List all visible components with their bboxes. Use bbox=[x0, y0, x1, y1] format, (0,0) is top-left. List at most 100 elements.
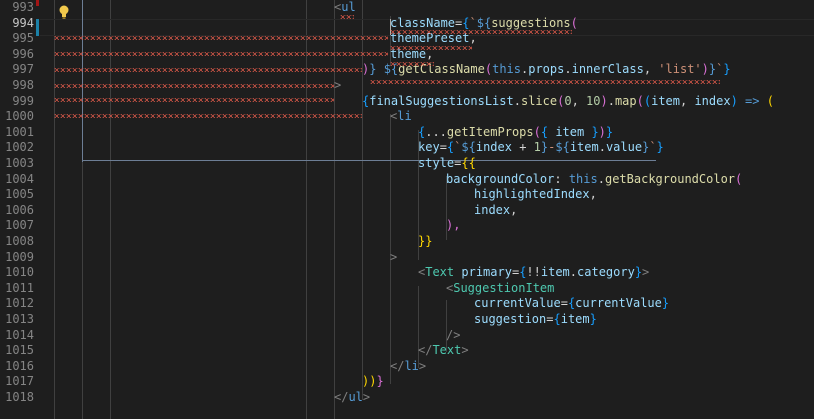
code-line[interactable]: }} bbox=[418, 234, 432, 250]
code-token: { bbox=[362, 93, 370, 108]
code-token: ul bbox=[348, 390, 363, 404]
line-number: 1014 bbox=[5, 327, 34, 342]
code-token: = bbox=[511, 265, 520, 280]
line-number: 993 bbox=[12, 0, 34, 14]
code-line[interactable]: key={`${index + 1}-${item.value}`} bbox=[418, 140, 664, 156]
code-line[interactable]: {finalSuggestionsList.slice(0, 10).map((… bbox=[362, 94, 774, 110]
code-token: > bbox=[362, 390, 371, 404]
code-token: } bbox=[584, 124, 599, 139]
code-line[interactable]: suggestion={item} bbox=[474, 312, 597, 328]
code-line[interactable]: index, bbox=[474, 203, 517, 219]
line-number: 1017 bbox=[5, 374, 34, 389]
code-line[interactable]: > bbox=[390, 250, 397, 266]
current-line-highlight bbox=[40, 19, 814, 36]
code-line[interactable]: > bbox=[334, 78, 341, 94]
code-line[interactable]: ))} bbox=[362, 374, 384, 390]
code-token: SuggestionItem bbox=[453, 280, 555, 295]
code-token: Text bbox=[432, 343, 462, 358]
code-token: ( bbox=[766, 93, 774, 108]
code-token: - bbox=[548, 140, 556, 155]
code-line[interactable]: </ul> bbox=[334, 390, 370, 406]
code-line[interactable]: backgroundColor: this.getBackgroundColor… bbox=[446, 172, 742, 188]
code-token: props bbox=[528, 62, 565, 77]
code-token: { bbox=[567, 296, 576, 311]
code-line[interactable]: currentValue={currentValue} bbox=[474, 296, 669, 312]
code-token: } bbox=[376, 374, 384, 389]
code-token: slice bbox=[520, 93, 558, 108]
code-token: > bbox=[334, 78, 342, 92]
line-number: 1009 bbox=[5, 249, 34, 264]
line-number: 1002 bbox=[5, 140, 34, 155]
code-token: ${ bbox=[461, 140, 476, 155]
code-token: category bbox=[577, 265, 635, 280]
indent-guide bbox=[334, 0, 335, 419]
code-token: style bbox=[418, 156, 455, 170]
code-line[interactable]: </li> bbox=[390, 359, 426, 375]
code-token: ( bbox=[557, 93, 565, 108]
code-token: . bbox=[564, 62, 572, 77]
code-line[interactable]: className={`${suggestions( bbox=[390, 16, 578, 32]
code-token: ` bbox=[469, 15, 477, 30]
code-token: item bbox=[560, 312, 590, 326]
code-line[interactable]: </Text> bbox=[418, 343, 469, 359]
code-line[interactable]: /> bbox=[446, 328, 460, 344]
lightbulb-icon[interactable] bbox=[57, 4, 71, 20]
code-line[interactable]: style={{ bbox=[418, 156, 476, 172]
code-token: ), bbox=[446, 218, 461, 233]
indent-guide bbox=[446, 176, 447, 240]
code-line[interactable]: <li bbox=[390, 109, 412, 125]
code-line[interactable]: theme, bbox=[390, 47, 433, 63]
code-line[interactable]: ), bbox=[446, 218, 460, 234]
code-token: ( bbox=[643, 93, 652, 108]
code-line[interactable]: <ul bbox=[334, 0, 356, 16]
indent-guide bbox=[362, 0, 363, 400]
code-token: 'list' bbox=[658, 62, 702, 77]
line-number: 1003 bbox=[5, 156, 34, 170]
line-number: 1006 bbox=[5, 202, 34, 217]
code-token: !! bbox=[526, 265, 541, 280]
code-token: 0 bbox=[564, 93, 572, 108]
indent-guide bbox=[82, 0, 83, 419]
code-line[interactable]: <Text primary={!!item.category}> bbox=[418, 265, 649, 281]
line-number: 1000 bbox=[5, 109, 34, 124]
line-number: 1004 bbox=[5, 171, 34, 186]
code-token: suggestions bbox=[491, 15, 571, 30]
code-token: ` bbox=[454, 140, 462, 155]
code-token: . bbox=[569, 265, 578, 280]
code-token: < bbox=[334, 0, 342, 14]
code-line[interactable]: <SuggestionItem bbox=[446, 281, 554, 297]
code-token: , bbox=[589, 187, 597, 202]
line-number: 995 bbox=[12, 31, 34, 46]
code-token: , bbox=[643, 62, 659, 77]
code-token: = bbox=[560, 296, 568, 311]
code-token: , bbox=[469, 31, 477, 46]
code-token: => bbox=[737, 93, 767, 108]
indent-guide bbox=[390, 16, 391, 66]
code-token: className bbox=[390, 15, 456, 30]
line-number: 1013 bbox=[5, 312, 34, 326]
code-token: ) bbox=[362, 62, 370, 77]
code-token: : bbox=[554, 171, 569, 186]
code-token: > bbox=[418, 358, 427, 373]
code-token: key bbox=[418, 140, 440, 155]
line-number: 998 bbox=[12, 78, 34, 92]
code-token: )) bbox=[362, 374, 377, 389]
code-line[interactable]: {...getItemProps({ item })} bbox=[418, 125, 613, 141]
code-line[interactable]: highlightedIndex, bbox=[474, 187, 597, 203]
code-token: } bbox=[634, 265, 643, 280]
line-number: 996 bbox=[12, 46, 34, 61]
code-line[interactable]: themePreset, bbox=[390, 31, 477, 47]
code-token: ` bbox=[716, 62, 724, 77]
error-squiggle bbox=[390, 62, 434, 66]
error-marker bbox=[36, 0, 39, 6]
code-token: < bbox=[418, 265, 426, 280]
code-token: . bbox=[521, 62, 529, 77]
code-token: , bbox=[426, 46, 434, 61]
error-squiggle bbox=[54, 68, 362, 72]
code-token: { bbox=[462, 15, 470, 30]
code-line[interactable]: )} ${getClassName(this.props.innerClass,… bbox=[362, 62, 731, 78]
error-squiggle bbox=[54, 52, 388, 56]
code-token: item bbox=[651, 93, 680, 108]
code-token: this bbox=[568, 171, 598, 186]
